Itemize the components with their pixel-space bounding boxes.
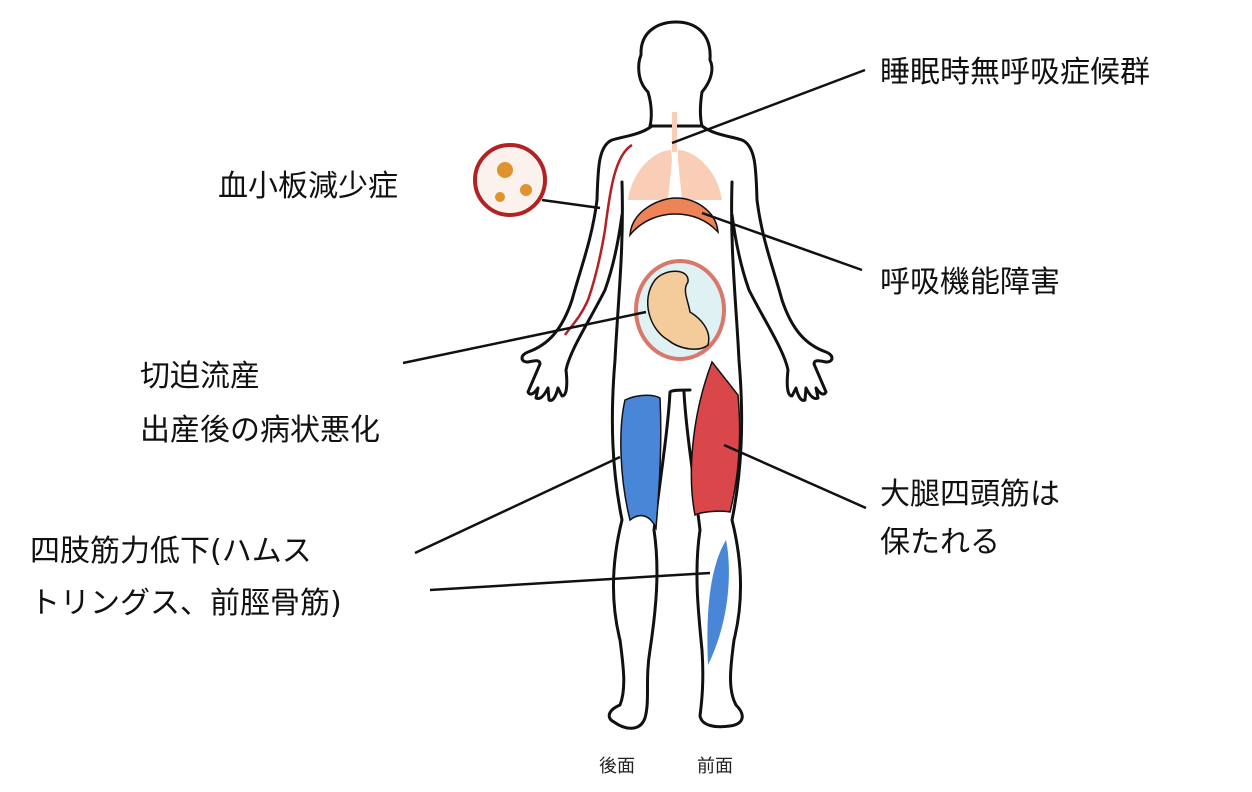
- quadriceps-preserved: [690, 360, 741, 517]
- label-thrombocytopenia: 血小板減少症: [218, 169, 398, 204]
- lungs: [628, 150, 722, 200]
- label-quadriceps-2: 保たれる: [880, 525, 1000, 560]
- vein: [563, 143, 633, 336]
- caption-front: 前面: [697, 756, 733, 777]
- pointer-lines: [402, 68, 867, 592]
- label-respiratory-dysfunction: 呼吸機能障害: [880, 265, 1060, 300]
- label-limb-weakness-1: 四肢筋力低下(ハムス: [30, 534, 312, 569]
- label-quadriceps-1: 大腿四頭筋は: [880, 477, 1060, 512]
- platelets: [495, 162, 532, 202]
- label-limb-weakness-2: トリングス、前脛骨筋): [30, 586, 342, 621]
- label-sleep-apnea: 睡眠時無呼吸症候群: [880, 55, 1150, 90]
- label-postpartum-worsening: 出産後の病状悪化: [140, 413, 380, 448]
- fetus: [646, 270, 710, 350]
- platelet-circle: [473, 143, 547, 217]
- diaphragm: [629, 197, 719, 238]
- caption-back: 後面: [599, 756, 635, 777]
- trachea: [672, 112, 677, 152]
- tibialis-weak: [707, 540, 729, 665]
- head-outline: [637, 20, 714, 128]
- hamstrings-weak: [620, 394, 662, 531]
- body-outline: [520, 124, 654, 402]
- label-threatened-miscarriage: 切迫流産: [140, 359, 260, 394]
